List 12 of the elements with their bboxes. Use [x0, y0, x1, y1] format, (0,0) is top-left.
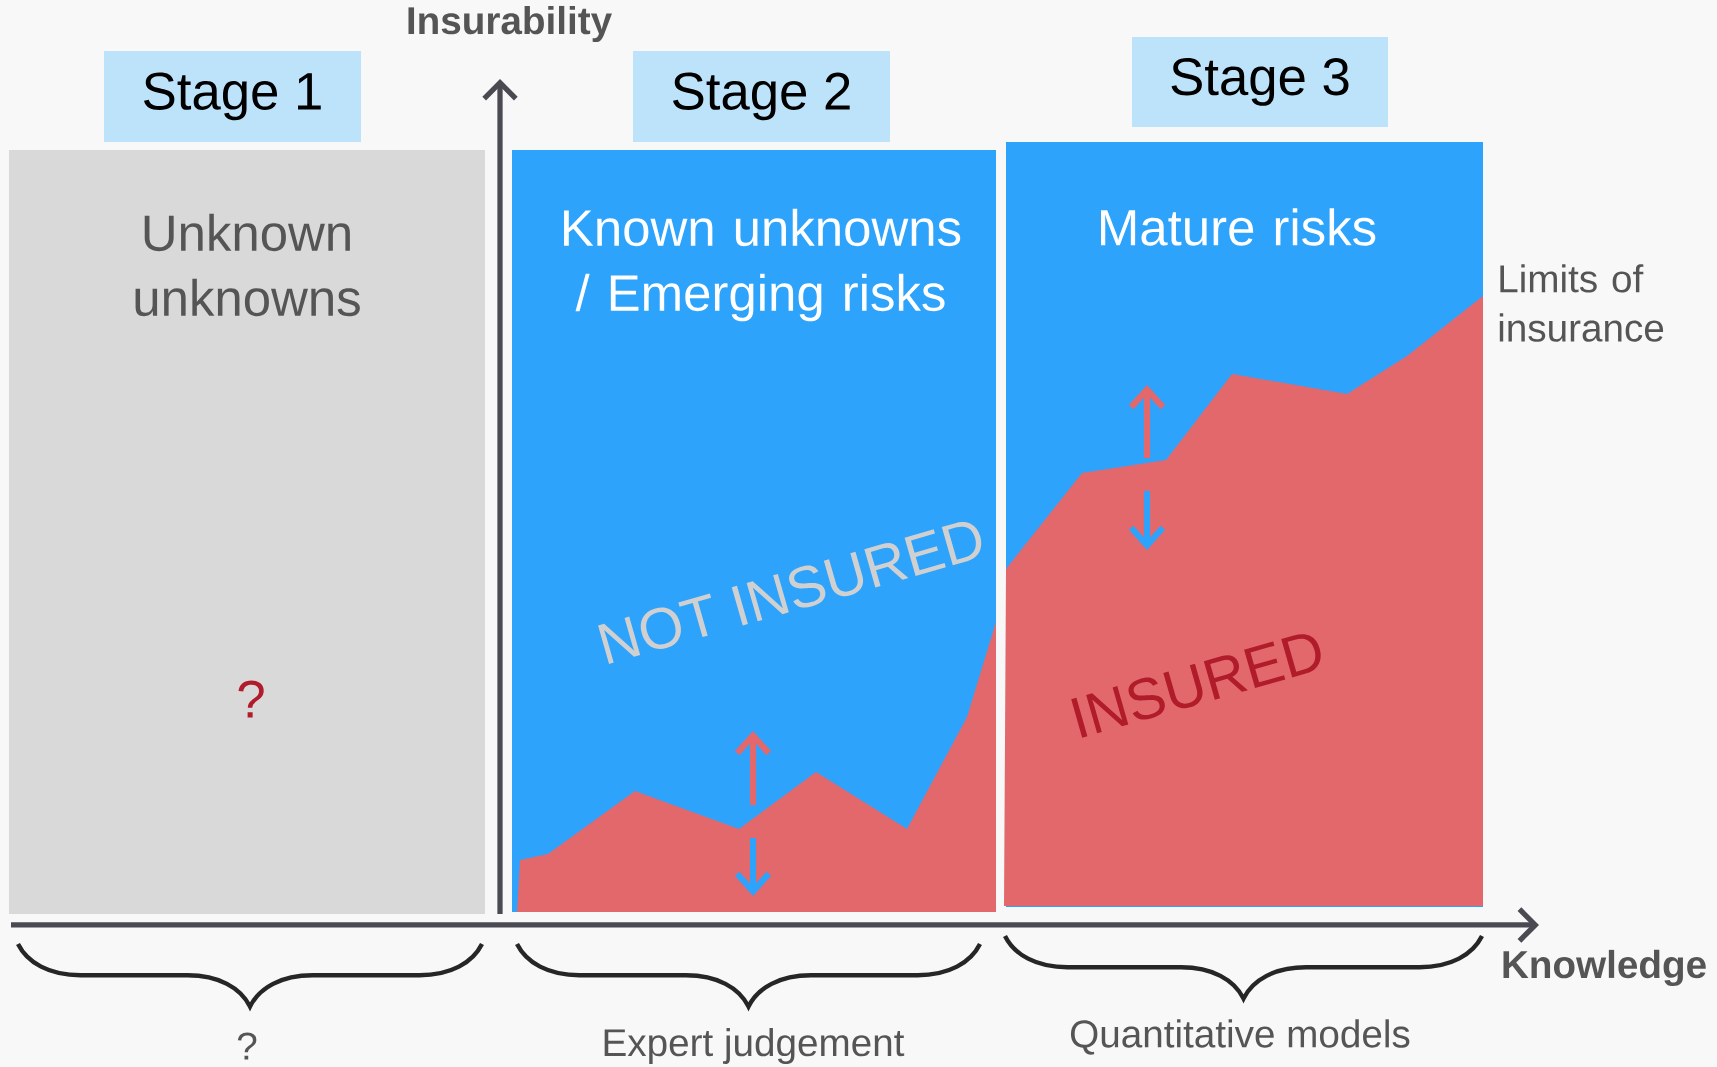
stage-label: Stage 3 — [1132, 37, 1388, 127]
axis-label: Knowledge — [1503, 949, 1706, 987]
brace-label: Expert judgement — [604, 1027, 905, 1064]
panel-title: Known unknowns / Emerging risks — [564, 208, 961, 322]
panel-title: Mature risks — [1101, 208, 1376, 246]
axis-label: Insurability — [408, 5, 612, 42]
panel-title: Unknown unknowns — [135, 213, 360, 317]
brace-label: Quantitative models — [1071, 1019, 1410, 1055]
stage-label: Stage 2 — [633, 51, 890, 142]
stage-label: Stage 1 — [104, 51, 361, 142]
area-label: ? — [238, 680, 264, 718]
brace-label: ? — [237, 1032, 257, 1060]
